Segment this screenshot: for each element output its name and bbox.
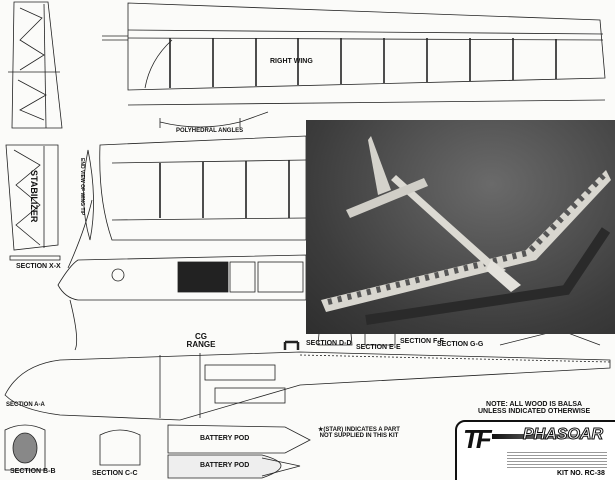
title-block: TF PHASOAR KIT NO. RC-38	[455, 420, 615, 480]
fuselage-top-drawing	[4, 329, 611, 421]
section-aa-label: SECTION A-A	[6, 402, 45, 408]
balsa-note: NOTE: ALL WOOD IS BALSA UNLESS INDICATED…	[478, 401, 590, 415]
polyhedral-label: POLYHEDRAL ANGLES	[176, 128, 244, 134]
balsa-note-line2: UNLESS INDICATED OTHERWISE	[478, 408, 591, 415]
designer-credits	[507, 450, 607, 468]
section-gg-label: SECTION G-G	[437, 341, 484, 348]
section-ee-label: SECTION E-E	[356, 344, 401, 351]
section-bb-label: SECTION B-B	[10, 468, 56, 475]
model-name: PHASOAR	[522, 426, 604, 444]
cg-range-label: CG RANGE	[186, 332, 216, 349]
kit-number: KIT NO. RC-38	[557, 470, 605, 477]
section-ff-label: SECTION F-F	[400, 338, 444, 345]
star-note: ★(STAR) INDICATES A PART NOT SUPPLIED IN…	[318, 427, 400, 439]
star-note-line2: NOT SUPPLIED IN THIS KIT	[319, 433, 399, 439]
model-photo	[306, 120, 615, 334]
wing-tip-view-label: END VIEW OF WING TIP	[79, 158, 85, 216]
left-wing-drawing	[83, 135, 307, 241]
balsa-note-line1: NOTE: ALL WOOD IS BALSA	[486, 401, 583, 408]
logo-stripe	[492, 434, 582, 439]
tf-logo: TF	[463, 424, 492, 454]
fuselage-side-drawing	[57, 199, 307, 351]
section-xx-label: SECTION X-X	[16, 263, 61, 270]
star-note-line1: ★(STAR) INDICATES A PART	[318, 427, 400, 433]
stabilizer-label: STABILIZER	[29, 170, 39, 223]
right-wing-drawing	[102, 2, 606, 106]
section-cc-label: SECTION C-C	[92, 470, 138, 477]
section-dd-label: SECTION D-D	[306, 340, 352, 347]
battery-pods-drawing	[167, 424, 311, 479]
right-wing-label: RIGHT WING	[270, 58, 313, 65]
battery-pod-bottom-label: BATTERY POD	[200, 462, 250, 469]
glider-photo-image	[321, 136, 611, 325]
fin-drawing	[8, 1, 63, 129]
polyhedral-diagram	[159, 111, 269, 128]
battery-pod-top-label: BATTERY POD	[200, 435, 250, 442]
stabilizer-drawing	[5, 144, 61, 261]
